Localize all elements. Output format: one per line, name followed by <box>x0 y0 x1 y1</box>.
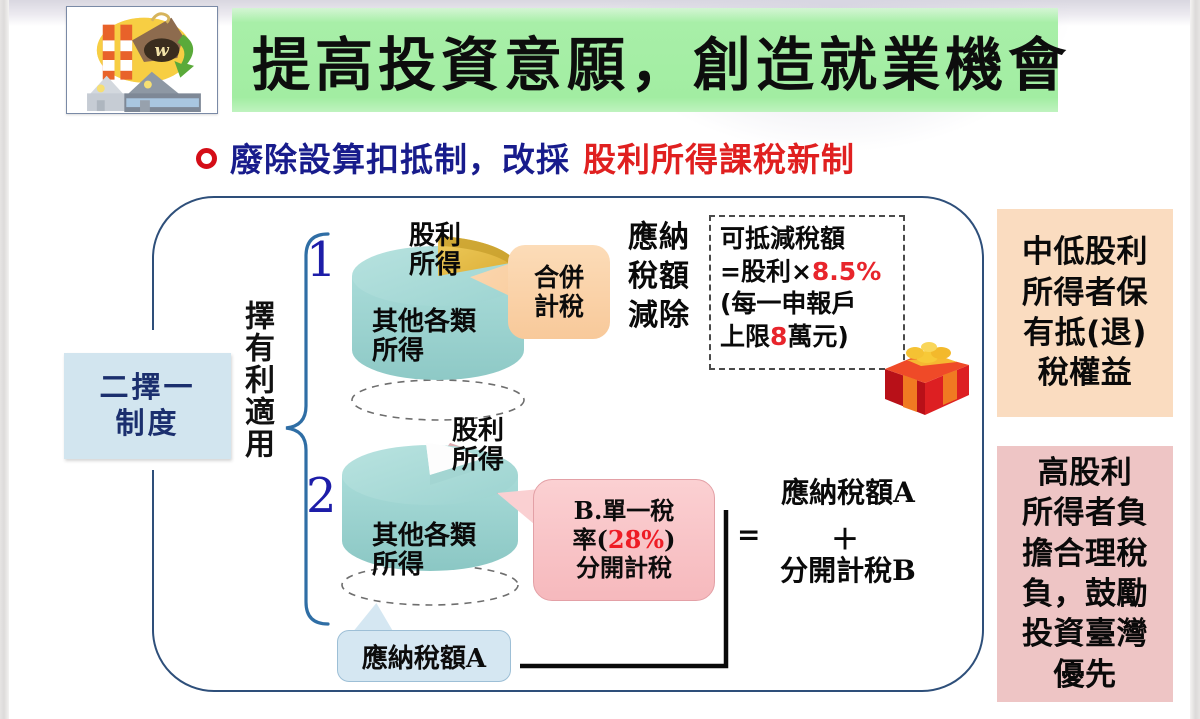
single-rate-line-2: 率(28%) <box>572 524 676 555</box>
benefit-top-line-1: 中低股利 <box>1022 234 1148 271</box>
single-rate-suffix: ) <box>664 524 676 554</box>
gift-box-icon <box>885 342 969 415</box>
credit-line-4: 上限8萬元) <box>720 321 897 354</box>
benefit-top-line-2: 所得者保 <box>1022 274 1148 311</box>
subtitle-row: 廢除設算扣抵制，改採 股利所得課稅新制 <box>196 136 855 179</box>
equation-equals-sign: = <box>737 518 761 551</box>
benefit-bot-line-1: 高股利 <box>1037 455 1133 492</box>
single-rate-line-3: 分開計稅 <box>576 553 672 583</box>
svg-text:w: w <box>154 40 169 60</box>
title-band <box>232 8 1058 112</box>
benefit-bot-line-2: 所得者負 <box>1022 495 1148 532</box>
deduct-line-1: 應納 <box>628 220 690 255</box>
credit-line-2: =股利×8.5% <box>720 256 897 289</box>
logo-frame: w <box>66 6 218 114</box>
credit-line-1: 可抵減稅額 <box>720 224 846 253</box>
benefit-box-low-dividend: 中低股利 所得者保 有抵(退) 稅權益 <box>997 209 1173 417</box>
equation-line-1: 應納稅額A <box>781 476 915 509</box>
two-choice-line-1: 二擇一 <box>99 370 196 405</box>
pie1-other-income-label: 其他各類 所得 <box>372 307 477 366</box>
two-choice-line-2: 制度 <box>115 406 180 440</box>
subtitle-part-one: 廢除設算扣抵制，改採 <box>230 140 570 179</box>
credit-cap-prefix: 上限 <box>720 321 771 351</box>
credit-line-3: (每一申報戶 <box>720 289 857 318</box>
benefit-bot-line-6: 優先 <box>1053 656 1117 693</box>
merge-callout-line-2: 計稅 <box>533 292 584 321</box>
single-rate-value: 28% <box>607 524 665 554</box>
total-tax-equation: 應納稅額A 分開計稅B <box>737 473 959 589</box>
page-title: 提高投資意願，創造就業機會 <box>252 31 1072 99</box>
tax-amount-a-bubble: 應納稅額A <box>337 630 511 682</box>
subtitle-part-two: 股利所得課稅新制 <box>583 140 855 179</box>
merge-tax-callout: 合併 計稅 <box>508 245 610 339</box>
credit-cap-value: 8 <box>770 321 788 351</box>
pie2-dividend-label: 股利 所得 <box>452 416 505 475</box>
credit-line-2-prefix: =股利× <box>720 256 812 286</box>
single-rate-prefix: 率( <box>572 524 608 554</box>
right-edge-strip <box>1190 0 1200 719</box>
benefit-top-line-3: 有抵(退) <box>1023 315 1147 351</box>
choose-favourable-label: 擇有利適用 <box>239 300 274 460</box>
option-brace-icon <box>285 232 330 626</box>
pie2-other-income-label: 其他各類 所得 <box>372 521 477 580</box>
option-number-2: 2 <box>306 468 337 524</box>
left-edge-strip <box>0 0 9 719</box>
investment-factory-moneybag-icon: w <box>87 12 201 113</box>
pie-chart-option-2 <box>341 443 519 606</box>
red-ring-bullet-icon <box>196 147 217 169</box>
deduct-line-2: 稅額 <box>628 259 690 294</box>
tax-payable-deduction-label: 應納 稅額 減除 <box>615 218 703 335</box>
benefit-box-high-dividend: 高股利 所得者負 擔合理稅 負，鼓勵 投資臺灣 優先 <box>997 446 1173 702</box>
pie1-dividend-label: 股利 所得 <box>409 221 462 280</box>
equation-connector-line <box>520 510 729 669</box>
single-rate-line-1: B.單一稅 <box>573 495 675 525</box>
credit-cap-suffix: 萬元) <box>787 321 849 351</box>
two-choice-system-box: 二擇一 制度 <box>64 353 231 459</box>
merge-callout-line-1: 合併 <box>533 263 584 292</box>
credit-rate-value: 8.5% <box>811 256 882 286</box>
equation-line-2: 分開計稅B <box>780 553 916 587</box>
deduct-line-3: 減除 <box>628 298 690 333</box>
single-rate-callout: B.單一稅 率(28%) 分開計稅 <box>533 479 715 601</box>
option-number-1: 1 <box>306 232 337 288</box>
equation-plus-sign: ＋ <box>831 523 860 556</box>
benefit-bot-line-5: 投資臺灣 <box>1022 616 1148 653</box>
pie-chart-option-1 <box>351 236 525 421</box>
benefit-bot-line-4: 負，鼓勵 <box>1022 576 1148 612</box>
benefit-top-line-4: 稅權益 <box>1037 355 1133 392</box>
deductible-credit-box: 可抵減稅額 =股利×8.5% (每一申報戶 上限8萬元) <box>709 215 905 370</box>
benefit-bot-line-3: 擔合理稅 <box>1022 535 1148 572</box>
